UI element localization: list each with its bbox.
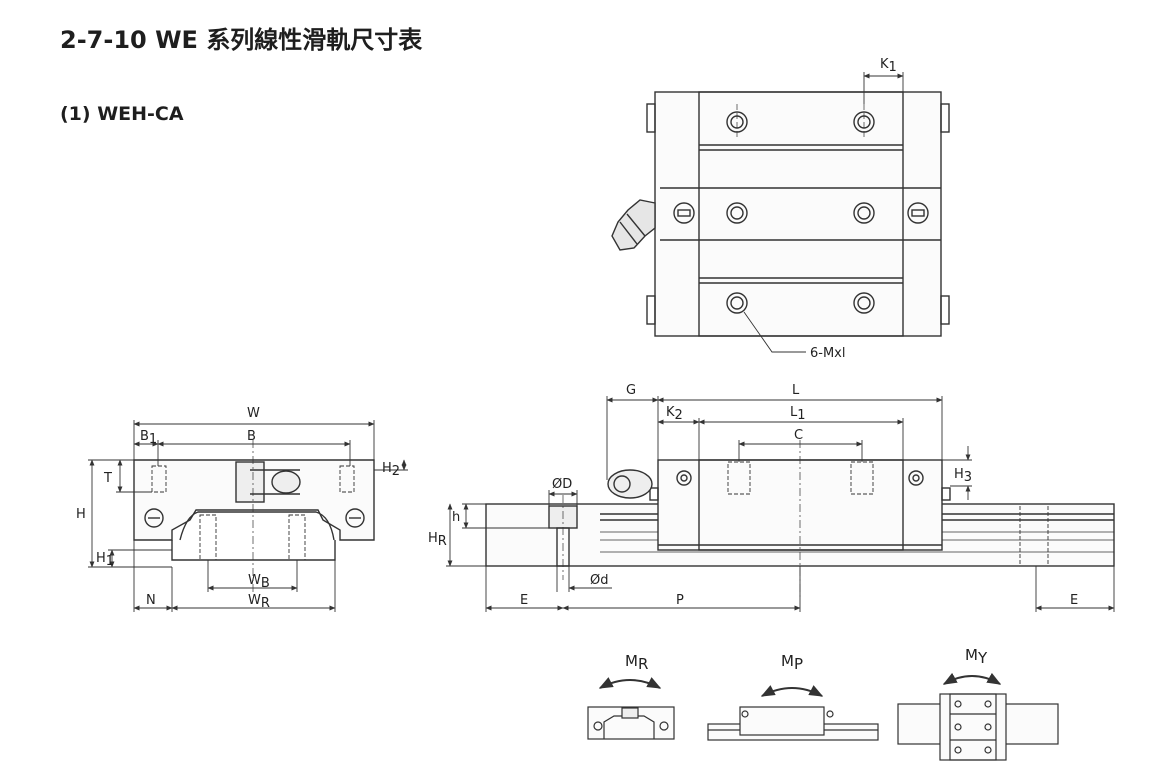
dim-h-small-label: h	[452, 510, 460, 525]
dim-w-label: W	[247, 406, 260, 421]
dim-mounting-holes-label: 6-Mxl	[810, 346, 845, 361]
moment-mr-diagram	[587, 677, 675, 740]
grease-nipple-top	[611, 199, 656, 251]
dim-od-small-label: Ød	[590, 573, 608, 588]
section-title-suffix: 系列線性滑軌尺寸表	[206, 26, 423, 54]
dim-od-label: ØD	[552, 477, 572, 492]
section-title: 2-7-10 WE 系列線性滑軌尺寸表	[60, 20, 422, 55]
dim-hr-label: HR	[428, 531, 447, 549]
top-view	[611, 72, 950, 353]
end-seal-outline	[654, 91, 942, 337]
side-view	[446, 396, 1115, 612]
dim-b1-label: B1	[140, 429, 157, 447]
moment-mp-label: MP	[781, 652, 803, 673]
dim-b-label: B	[247, 429, 256, 444]
dim-k1-label: K1	[880, 57, 897, 75]
dim-h1-label: H1	[96, 551, 114, 569]
dim-e-right-label: E	[1070, 593, 1078, 608]
dim-l-label: L	[792, 383, 800, 398]
moment-my-diagram	[897, 672, 1059, 761]
dim-wb-label: WB	[248, 573, 270, 591]
dim-l1-label: L1	[790, 405, 806, 423]
dim-h2-label: H2	[382, 461, 400, 479]
moment-my-label: MY	[965, 646, 988, 667]
dim-k2-label: K2	[666, 405, 683, 423]
rail-section	[171, 540, 336, 561]
dim-c-label: C	[794, 428, 803, 443]
dim-t-label: T	[103, 471, 112, 486]
dim-wr-label: WR	[248, 593, 270, 611]
dim-p-label: P	[676, 593, 684, 608]
dim-h-label: H	[76, 507, 86, 522]
dim-e-left-label: E	[520, 593, 528, 608]
dim-n-label: N	[146, 593, 156, 608]
front-view	[88, 420, 408, 612]
moment-mp-diagram	[707, 685, 879, 741]
moment-mr-label: MR	[625, 652, 648, 673]
dim-h3-label: H3	[954, 467, 972, 485]
section-subtitle: (1) WEH-CA	[60, 103, 184, 125]
grease-nipple-front	[235, 461, 301, 503]
block-body-outline	[698, 91, 904, 337]
section-title-prefix: 2-7-10 WE	[60, 26, 198, 54]
dim-g-label: G	[626, 383, 636, 398]
